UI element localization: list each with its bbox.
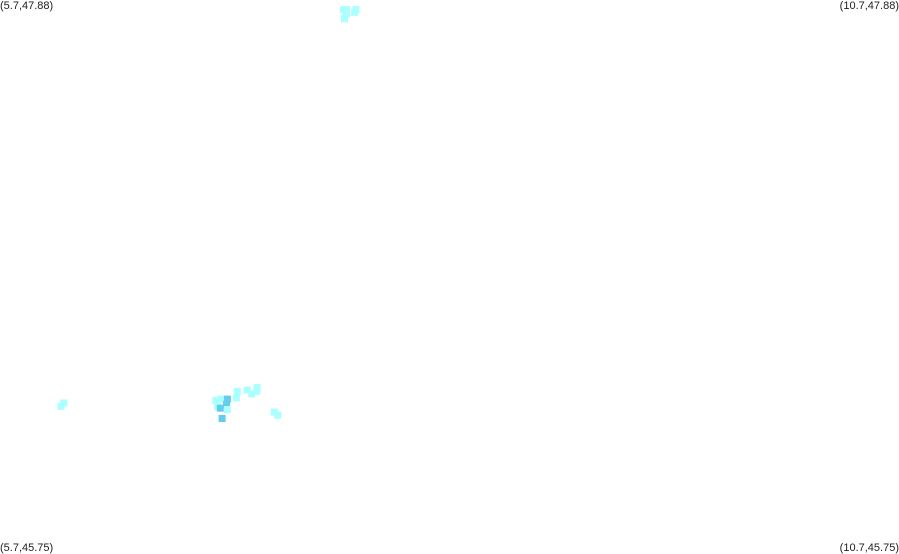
heat-cell <box>223 395 231 403</box>
heat-cell <box>248 390 256 398</box>
heat-cell <box>60 399 68 407</box>
heat-cell <box>341 15 348 23</box>
heat-cell <box>274 411 282 419</box>
heat-cell <box>223 400 230 408</box>
heat-cell <box>343 10 350 18</box>
corner-label-bottom-right: (10.7,45.75) <box>839 542 899 554</box>
heat-cell <box>217 395 225 403</box>
corner-label-top-left: (5.7,47.88) <box>0 0 54 12</box>
corner-label-bottom-left: (5.7,45.75) <box>0 542 54 554</box>
heat-cell <box>218 415 226 422</box>
heat-cell <box>253 387 261 395</box>
heat-cell <box>253 383 261 391</box>
heat-cells-layer <box>57 6 360 422</box>
heat-cell <box>232 394 240 402</box>
heat-cell <box>212 396 220 404</box>
heat-cell <box>351 8 359 16</box>
heat-cell <box>270 408 278 416</box>
heat-cell <box>223 406 231 413</box>
heat-cell <box>243 386 251 394</box>
corner-label-top-right: (10.7,47.88) <box>839 0 899 12</box>
heat-cell <box>233 387 241 395</box>
heat-cell <box>216 404 224 412</box>
heat-cell <box>343 6 350 14</box>
